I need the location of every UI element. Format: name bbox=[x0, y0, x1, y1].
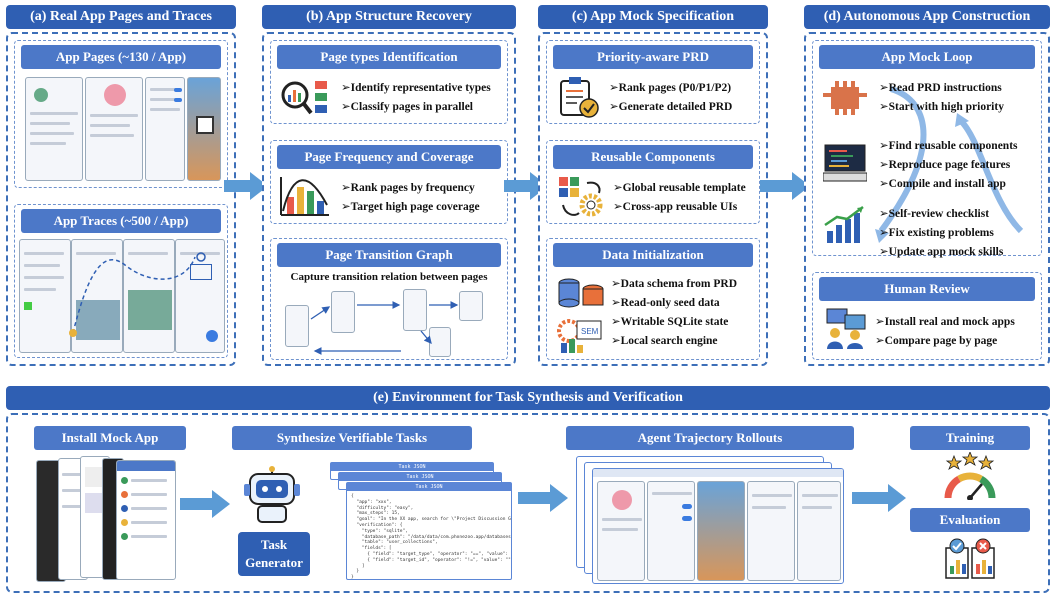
panel-d: App Mock Loop Read PRD instructionsStart… bbox=[804, 32, 1050, 366]
panel-e-title: (e) Environment for Task Synthesis and V… bbox=[6, 386, 1050, 410]
app-traces-box: App Traces (~500 / App) bbox=[14, 204, 228, 358]
loop-group-2: Find reusable componentsReproduce page f… bbox=[879, 137, 1018, 194]
json-line: } bbox=[351, 575, 354, 581]
reusable-title: Reusable Components bbox=[553, 145, 753, 169]
robot-icon bbox=[244, 466, 300, 523]
panel-b-title: (b) App Structure Recovery bbox=[262, 5, 516, 29]
arrow-tasks-to-rollouts bbox=[518, 484, 568, 512]
panel-a: App Pages (~130 / App) App Traces (~500 … bbox=[6, 32, 236, 366]
page-frequency-title: Page Frequency and Coverage bbox=[277, 145, 501, 169]
app-traces-title: App Traces (~500 / App) bbox=[21, 209, 221, 233]
clipboard-check-icon bbox=[560, 77, 599, 118]
mock-loop-box: App Mock Loop Read PRD instructionsStart… bbox=[812, 40, 1042, 258]
page-types-list: Identify representative typesClassify pa… bbox=[341, 79, 491, 117]
panel-c-title: (c) App Mock Specification bbox=[538, 5, 768, 29]
transition-graph-title: Page Transition Graph bbox=[277, 243, 501, 267]
arrow-rollouts-to-training bbox=[852, 484, 906, 512]
transition-graph-box: Page Transition Graph Capture transition… bbox=[270, 238, 508, 360]
graph-node bbox=[459, 291, 483, 321]
install-mock-app-title: Install Mock App bbox=[34, 426, 186, 450]
panel-c: Priority-aware PRD Rank pages (P0/P1/P2)… bbox=[538, 32, 768, 366]
search-engine-icon: SEM bbox=[557, 319, 602, 353]
frequency-chart-icon bbox=[280, 177, 329, 216]
human-review-title: Human Review bbox=[819, 277, 1035, 301]
app-page-screenshot bbox=[145, 77, 185, 181]
json-line: } bbox=[351, 569, 360, 575]
task-generator-label: Task Generator bbox=[238, 532, 310, 576]
json-line: "app": "xxx", bbox=[351, 499, 392, 505]
mock-app-screens bbox=[36, 456, 176, 584]
json-line: "fields": [ bbox=[351, 546, 392, 552]
data-init-title: Data Initialization bbox=[553, 243, 753, 267]
json-line: "verification": { bbox=[351, 522, 403, 528]
reusable-list: Global reusable templateCross-app reusab… bbox=[613, 179, 746, 217]
panel-b: Page types Identification Identify repre… bbox=[262, 32, 516, 366]
arrow-c-to-d bbox=[760, 172, 810, 200]
svg-text:SEM: SEM bbox=[581, 327, 599, 336]
page-frequency-box: Page Frequency and Coverage Rank pages b… bbox=[270, 140, 508, 224]
transition-arrows bbox=[310, 301, 459, 355]
graph-node bbox=[285, 305, 309, 347]
page-types-title: Page types Identification bbox=[277, 45, 501, 69]
json-line: { bbox=[351, 494, 354, 499]
json-line: "table": "user_collections", bbox=[351, 540, 438, 546]
loop-group-3: Self-review checklistFix existing proble… bbox=[879, 205, 1004, 262]
human-review-box: Human Review Install real and mock appsC… bbox=[812, 272, 1042, 360]
task-json-content: { "app": "xxx", "difficulty": "easy", "m… bbox=[347, 491, 511, 584]
panel-a-title: (a) Real App Pages and Traces bbox=[6, 5, 236, 29]
evaluation-label: Evaluation bbox=[910, 508, 1030, 532]
app-pages-title: App Pages (~130 / App) bbox=[21, 45, 221, 69]
app-page-screenshot bbox=[187, 77, 221, 181]
trace-screenshot bbox=[71, 239, 123, 353]
prd-list: Rank pages (P0/P1/P2)Generate detailed P… bbox=[609, 79, 733, 117]
graph-node bbox=[403, 289, 427, 331]
data-init-list: Data schema from PRDRead-only seed dataW… bbox=[611, 275, 737, 351]
arrow-a-to-b bbox=[224, 172, 268, 200]
rollouts-title: Agent Trajectory Rollouts bbox=[566, 426, 854, 450]
mock-loop-title: App Mock Loop bbox=[819, 45, 1035, 69]
chip-icon bbox=[823, 81, 867, 115]
page-types-box: Page types Identification Identify repre… bbox=[270, 40, 508, 124]
task-json-card: Task JSON { "app": "xxx", "difficulty": … bbox=[346, 482, 512, 580]
app-pages-box: App Pages (~130 / App) bbox=[14, 40, 228, 188]
rollout-stack bbox=[576, 456, 844, 586]
json-line: { "field": "target_type", "operator": "=… bbox=[367, 551, 511, 557]
components-gear-icon bbox=[559, 177, 603, 217]
json-line: ] bbox=[351, 563, 365, 569]
prd-title: Priority-aware PRD bbox=[553, 45, 753, 69]
json-line: "type": "sqlite", bbox=[351, 528, 408, 534]
magnifier-chart-icon bbox=[281, 81, 327, 115]
arrow-install-to-generator bbox=[180, 490, 230, 518]
app-page-screenshot bbox=[85, 77, 143, 181]
json-line: "max_steps": 15, bbox=[351, 511, 400, 517]
human-review-list: Install real and mock appsCompare page b… bbox=[875, 313, 1015, 351]
arrow-b-to-c bbox=[504, 172, 548, 200]
trace-screenshot bbox=[123, 239, 175, 353]
computer-code-icon bbox=[823, 144, 867, 182]
check-cross-report-icon bbox=[945, 538, 995, 579]
data-init-box: Data Initialization SEM Data schema from… bbox=[546, 238, 760, 360]
app-page-screenshot bbox=[25, 77, 83, 181]
reusable-box: Reusable Components Global reusable temp… bbox=[546, 140, 760, 224]
database-icon bbox=[558, 278, 604, 308]
prd-box: Priority-aware PRD Rank pages (P0/P1/P2)… bbox=[546, 40, 760, 124]
growth-chart-icon bbox=[824, 206, 864, 243]
reviewers-icon bbox=[826, 308, 866, 349]
trace-path bbox=[69, 252, 206, 337]
json-line: "goal": "In the XX app, search for \"Pro… bbox=[356, 517, 511, 523]
graph-node bbox=[331, 291, 355, 333]
gauge-stars-icon bbox=[944, 452, 996, 500]
json-line: { "field": "target_id", "operator": "!="… bbox=[351, 557, 511, 563]
transition-caption: Capture transition relation between page… bbox=[290, 271, 488, 283]
json-line: "difficulty": "easy", bbox=[351, 505, 414, 511]
synthesize-tasks-title: Synthesize Verifiable Tasks bbox=[232, 426, 472, 450]
panel-d-title: (d) Autonomous App Construction bbox=[804, 5, 1050, 29]
json-line: "database_path": "/data/data/com.phonezo… bbox=[361, 534, 511, 540]
trace-screenshot bbox=[19, 239, 71, 353]
loop-group-1: Read PRD instructionsStart with high pri… bbox=[879, 79, 1004, 117]
training-label: Training bbox=[910, 426, 1030, 450]
page-frequency-list: Rank pages by frequencyTarget high page … bbox=[341, 179, 480, 217]
